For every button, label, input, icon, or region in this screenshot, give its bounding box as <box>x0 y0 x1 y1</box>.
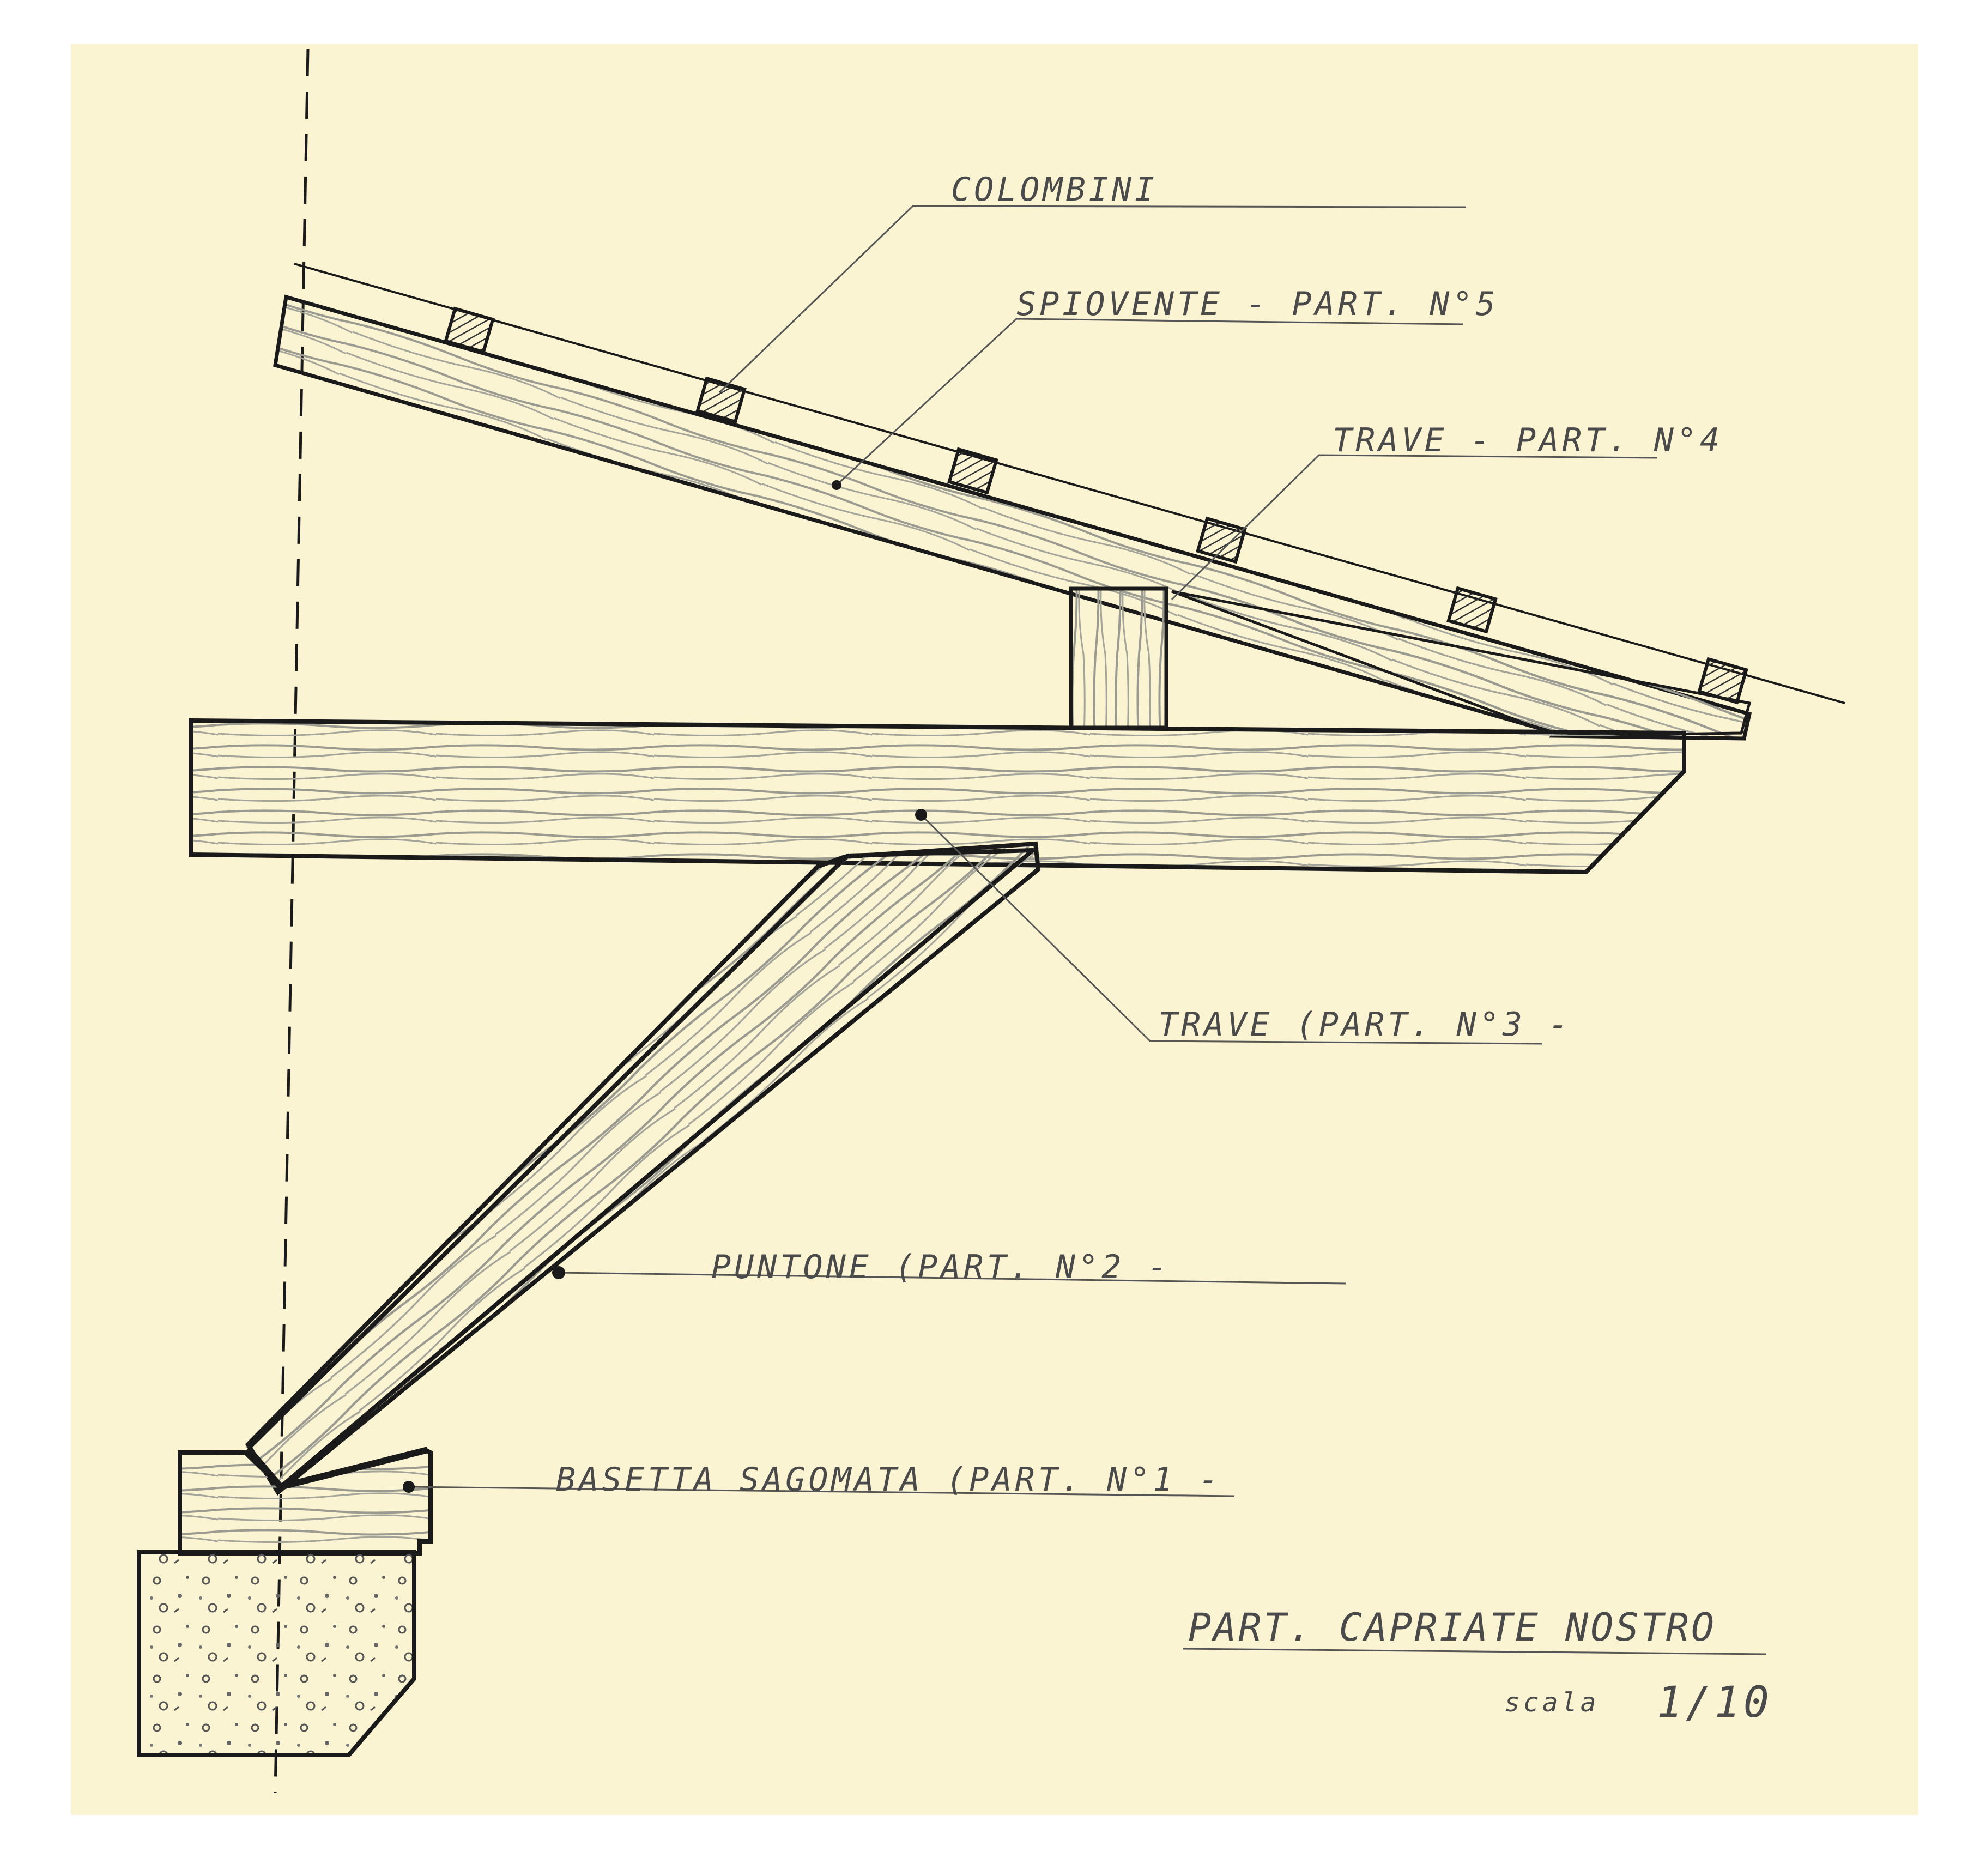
leader-dots <box>403 480 927 1493</box>
trave-part-4-block <box>1069 586 1168 730</box>
label-trave-part-4: TRAVE - PART. N°4 <box>1333 421 1723 459</box>
scale-word: scala <box>1504 1687 1600 1718</box>
puntone-strut-body <box>248 850 1033 1487</box>
batten-5 <box>1446 586 1498 634</box>
label-basetta: BASETTA SAGOMATA (PART. N°1 - <box>556 1461 1222 1499</box>
title-underline <box>1182 1648 1766 1655</box>
puntone-strut-edges <box>246 848 1039 1489</box>
dot-trave-3 <box>915 809 927 821</box>
roof-surface-line <box>294 263 1845 704</box>
concrete-wall <box>137 1550 416 1757</box>
batten-6 <box>1697 657 1748 705</box>
colombini-battens <box>444 306 1748 705</box>
label-trave-part-3: TRAVE (PART. N°3 - <box>1158 1006 1571 1044</box>
leader-colombini <box>718 205 1467 394</box>
dot-spiovente <box>832 480 841 490</box>
drawing-title: PART. CAPRIATE NOSTRO <box>1188 1605 1716 1650</box>
label-spiovente: SPIOVENTE - PART. N°5 <box>1016 285 1499 323</box>
label-puntone: PUNTONE (PART. N°2 - <box>711 1248 1170 1286</box>
label-colombini: COLOMBINI <box>951 171 1158 209</box>
trave-part-3-beam <box>189 718 1686 875</box>
dot-puntone <box>552 1266 565 1279</box>
basetta-joint-edge <box>245 1447 429 1491</box>
spiovente-rafter-tip <box>1171 590 1752 737</box>
leader-puntone <box>558 1272 1347 1285</box>
leader-basetta <box>408 1486 1235 1497</box>
batten-3 <box>947 447 998 495</box>
batten-1 <box>444 306 495 354</box>
scale-value: 1/10 <box>1657 1678 1772 1727</box>
batten-2 <box>695 376 747 424</box>
leader-spiovente <box>835 318 1464 486</box>
leader-lines <box>408 205 1766 1655</box>
leader-trave-4 <box>1171 454 1657 601</box>
dot-basetta <box>403 1481 415 1493</box>
leader-trave-3 <box>920 814 1543 1045</box>
